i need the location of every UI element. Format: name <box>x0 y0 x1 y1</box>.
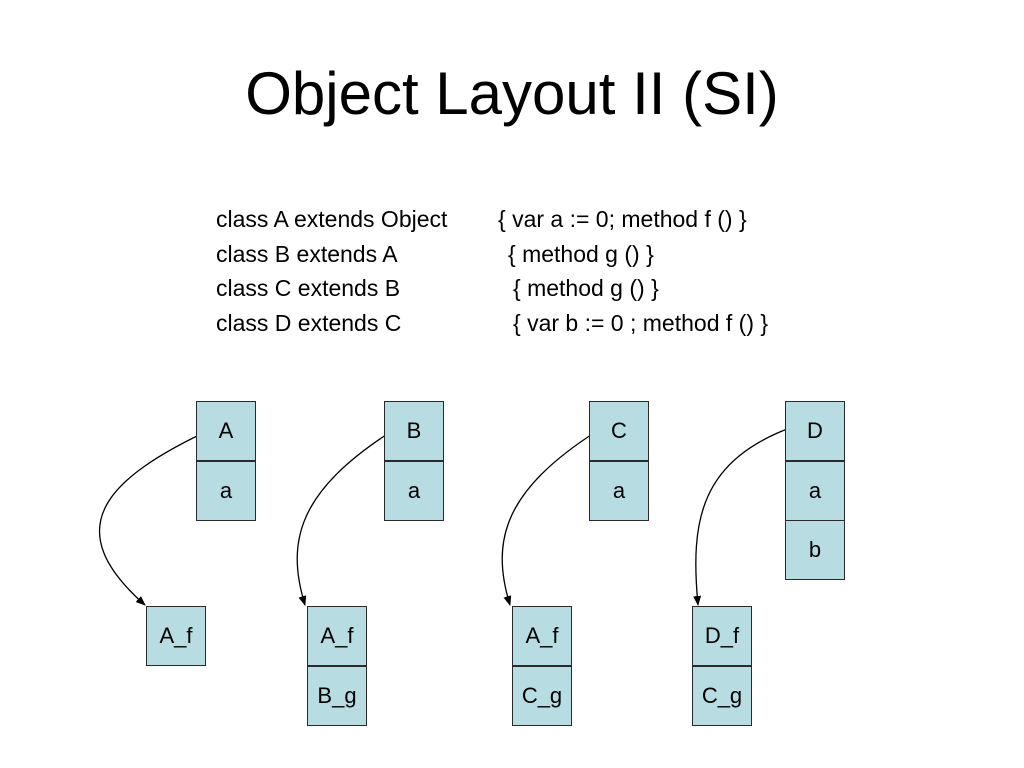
class-c-declaration: class C extends B <box>216 275 401 301</box>
vtable-d-method-g-cell: C_g <box>692 666 752 726</box>
class-d-body: { var b := 0 ; method f () } <box>513 309 769 336</box>
class-a-body: { var a := 0; method f () } <box>498 206 747 232</box>
pointer-arrow-b <box>296 430 393 606</box>
class-b-declaration: class B extends A <box>216 240 398 267</box>
vtable-b-method-f-cell: A_f <box>307 606 367 666</box>
vtable-a-method-f-cell: A_f <box>146 606 206 666</box>
object-b-field-a-cell: a <box>384 461 444 521</box>
vtable-c-method-g-cell: C_g <box>512 666 572 726</box>
object-a-field-a-cell: a <box>196 461 256 521</box>
pointer-arrow-d <box>693 425 796 606</box>
object-a-vptr-cell: A <box>196 401 256 461</box>
object-b-vptr-cell: B <box>384 401 444 461</box>
object-d-field-b-cell: b <box>785 520 845 580</box>
vtable-c-method-f-cell: A_f <box>512 606 572 666</box>
object-d-vptr-cell: D <box>785 401 845 461</box>
class-a-declaration: class A extends Object <box>216 206 448 232</box>
class-d-declaration: class D extends C <box>216 309 402 336</box>
vtable-d-method-f-cell: D_f <box>692 606 752 666</box>
vtable-b-method-g-cell: B_g <box>307 666 367 726</box>
pointer-arrow-c <box>501 430 598 606</box>
class-c-body: { method g () } <box>513 275 659 301</box>
object-d-field-a-cell: a <box>785 461 845 521</box>
object-c-vptr-cell: C <box>589 401 649 461</box>
class-b-body: { method g () } <box>508 240 654 267</box>
object-c-field-a-cell: a <box>589 461 649 521</box>
slide-title: Object Layout II (SI) <box>245 60 779 127</box>
